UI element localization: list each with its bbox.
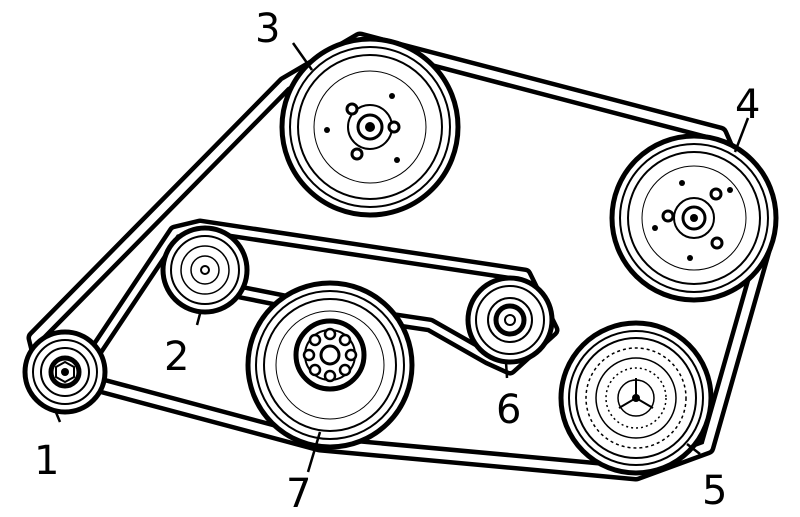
pulley-7 (245, 280, 415, 450)
pulley-1 (22, 329, 108, 415)
pulley-3 (279, 36, 461, 218)
leader-lines (53, 42, 750, 473)
pulley-5 (558, 320, 714, 476)
pulley-4 (609, 133, 779, 303)
callout-2: 2 (164, 334, 189, 380)
callout-5: 5 (702, 468, 727, 514)
pulley-2 (160, 225, 250, 315)
callout-1: 1 (34, 438, 59, 484)
callout-4: 4 (735, 82, 760, 128)
callout-6: 6 (496, 387, 521, 433)
pulley-6 (465, 275, 555, 365)
callout-3: 3 (255, 6, 280, 52)
callout-7: 7 (286, 471, 311, 517)
